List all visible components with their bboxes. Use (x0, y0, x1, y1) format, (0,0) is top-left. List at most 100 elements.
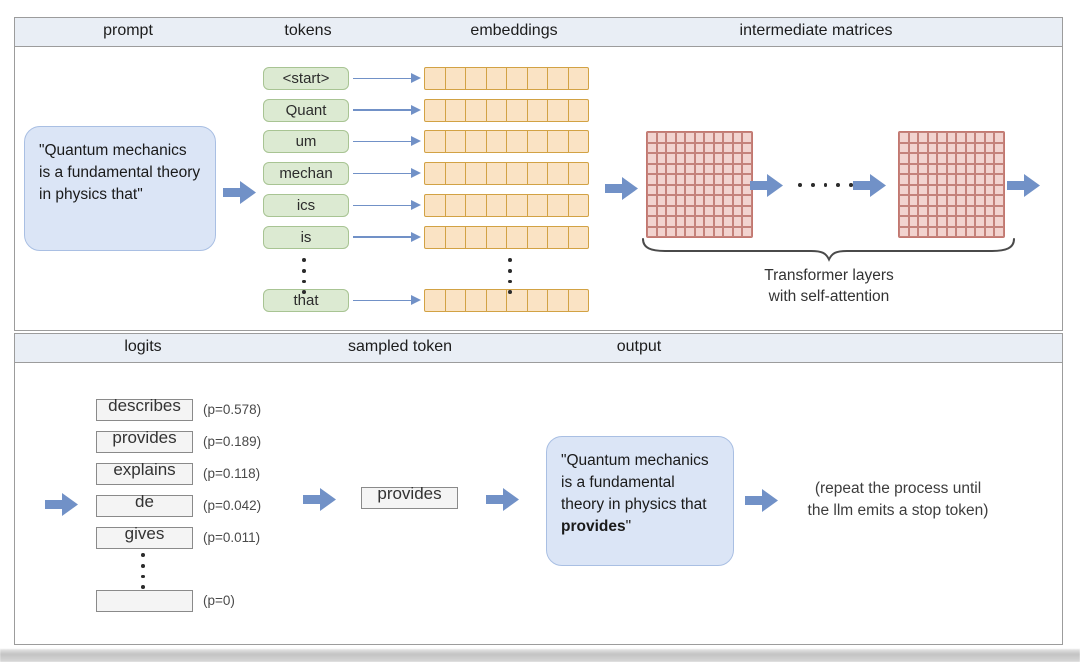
matrix-cell (918, 174, 928, 185)
embedding-cell (424, 98, 446, 122)
embedding-cell (506, 225, 528, 249)
embedding-cell (444, 289, 467, 312)
matrix-cell (742, 153, 752, 164)
transformer-label-line1: Transformer layers (764, 267, 894, 284)
column-header-prompt: prompt (103, 22, 153, 39)
transformer-brace-icon (641, 238, 1016, 262)
matrix-cell (956, 216, 966, 227)
matrix-cell (666, 216, 676, 227)
matrix-cell (975, 132, 985, 143)
matrix-cell (956, 195, 966, 206)
matrix-cell (937, 195, 947, 206)
matrix-cell (742, 205, 752, 216)
matrix-cell (946, 153, 957, 164)
matrix-cell (713, 142, 724, 153)
matrix-cell (666, 132, 676, 143)
embedding-cell (444, 225, 467, 249)
embedding-vector (424, 98, 590, 122)
ellipsis-dot (836, 183, 840, 187)
output-text-bold-word: provides (561, 518, 626, 535)
matrix-cell (732, 195, 743, 206)
matrix-cell (908, 205, 919, 216)
embedding-cell (526, 67, 549, 90)
ellipsis-dot (508, 268, 512, 273)
ellipsis-dot (508, 279, 512, 284)
embedding-cell (547, 130, 569, 153)
logit-word-box: provides (96, 428, 193, 453)
token-box: um (263, 130, 349, 153)
embedding-cell (424, 67, 446, 90)
page-bottom-edge (0, 649, 1080, 662)
matrix-cell (713, 132, 724, 143)
ellipsis-dot (302, 290, 306, 294)
token-box: mechan (263, 162, 349, 185)
matrix-cell (899, 153, 909, 164)
matrix-cell (675, 226, 686, 237)
matrix-cell (732, 132, 743, 143)
embedding-cell (526, 225, 549, 249)
matrix-cell (723, 226, 733, 237)
matrix-cell (704, 216, 714, 227)
matrix-cell (723, 132, 733, 143)
matrix-cell (975, 184, 985, 195)
matrix-cell (713, 226, 724, 237)
embedding-cell (465, 130, 487, 153)
token-box: <start> (263, 67, 349, 90)
matrix-cell (685, 195, 695, 206)
column-header-output: output (616, 338, 662, 355)
matrix-cell (704, 153, 714, 164)
matrix-cell (732, 226, 743, 237)
embedding-cell (547, 162, 569, 185)
matrix-cell (965, 153, 976, 164)
matrix-cell (704, 184, 714, 195)
logit-row: de(p=0.042) (15, 492, 1062, 517)
logit-word: describes (108, 396, 181, 415)
matrix-cell (965, 163, 976, 174)
output-text-bubble: "Quantum mechanics is a fundamental theo… (546, 436, 734, 566)
matrix-cell (742, 174, 752, 185)
flow-arrow-matrices-out-icon (1007, 173, 1041, 198)
ellipsis-dot (141, 553, 145, 558)
prompt-text-bubble: "Quantum mechanics is a fundamental theo… (24, 126, 216, 251)
embedding-cell (465, 98, 487, 122)
embedding-cell (424, 225, 446, 249)
matrix-cell (694, 163, 705, 174)
matrix-cell (975, 226, 985, 237)
matrix-cell (899, 195, 909, 206)
embedding-cell (526, 162, 549, 185)
embedding-vector (424, 162, 590, 185)
matrix-cell (918, 226, 928, 237)
logit-word-box: de (96, 492, 193, 517)
matrix-cell (937, 184, 947, 195)
token-row: um (15, 130, 1062, 153)
logit-word: gives (124, 523, 165, 543)
matrix-cell (713, 205, 724, 216)
matrix-cell (984, 195, 995, 206)
matrix-cell (647, 195, 657, 206)
matrix-cell (723, 216, 733, 227)
matrix-cell (927, 216, 938, 227)
matrix-cell (908, 195, 919, 206)
matrix-cell (723, 205, 733, 216)
embedding-vector (424, 194, 590, 217)
matrix-cell (685, 163, 695, 174)
matrix-cell (994, 195, 1004, 206)
matrix-cell (675, 132, 686, 143)
matrix-cell (918, 216, 928, 227)
matrix-cell (994, 142, 1004, 153)
logit-row: provides(p=0.189) (15, 428, 1062, 453)
matrix-cell (742, 132, 752, 143)
matrix-cell (666, 184, 676, 195)
transformer-label-line2: with self-attention (768, 288, 890, 305)
matrix-cell (965, 226, 976, 237)
matrix-cell (732, 216, 743, 227)
logit-row: describes(p=0.578) (15, 396, 1062, 421)
embedding-vector (424, 67, 590, 90)
matrix-cell (685, 205, 695, 216)
matrix-cell (927, 184, 938, 195)
matrix-cell (666, 163, 676, 174)
flow-arrow-prompt-to-tokens-icon (223, 180, 257, 205)
matrices-ellipsis-dots (794, 183, 857, 187)
flow-arrow-output-to-repeat-icon (745, 488, 779, 513)
logit-probability-empty: (p=0) (203, 593, 235, 608)
